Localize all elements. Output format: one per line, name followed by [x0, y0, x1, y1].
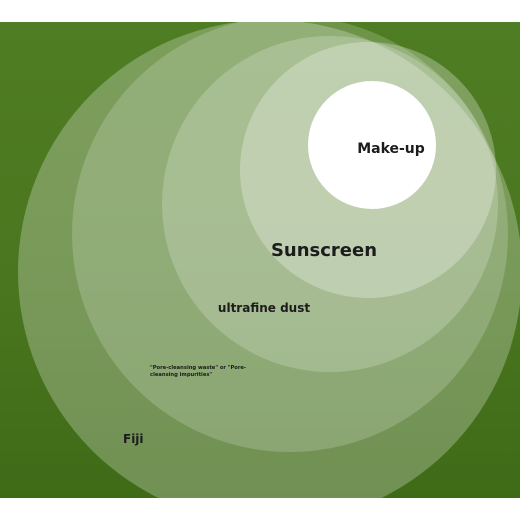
diagram-canvas: Make-up Sunscreen ultrafine dust "Pore-c…: [18, 22, 520, 498]
label-sunscreen: Sunscreen: [271, 240, 377, 261]
top-letterbox: [0, 0, 520, 22]
bottom-letterbox: [0, 498, 520, 520]
label-pore-cleansing-line2: cleansing impurities": [150, 372, 212, 378]
label-fiji: Fiji: [123, 432, 144, 446]
nested-circle-diagram: Make-up Sunscreen ultrafine dust "Pore-c…: [0, 22, 520, 498]
label-ultrafine-dust: ultrafine dust: [218, 301, 310, 315]
label-pore-cleansing-line1: "Pore-cleansing waste" or "Pore-: [150, 365, 246, 371]
label-make-up: Make-up: [357, 141, 425, 157]
circle-make-up: [308, 81, 436, 209]
